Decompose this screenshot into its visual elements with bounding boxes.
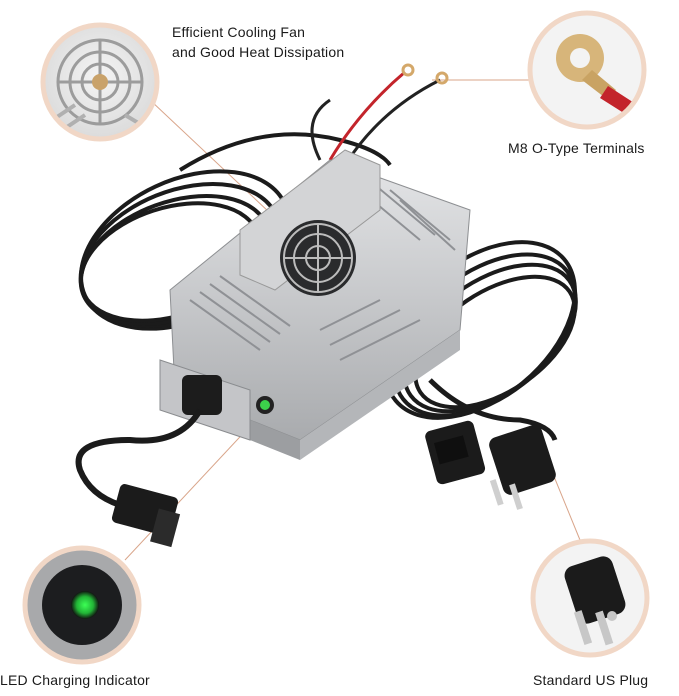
- label-led: LED Charging Indicator: [0, 672, 150, 688]
- ring-terminal-icon: [527, 10, 647, 130]
- label-terminals: M8 O-Type Terminals: [508, 140, 645, 156]
- label-plug: Standard US Plug: [533, 672, 649, 688]
- label-cooling-fan-line1: Efficient Cooling Fan: [172, 24, 306, 40]
- callout-led: [25, 548, 139, 662]
- us-plug-body: [489, 424, 556, 510]
- label-cooling-fan: Efficient Cooling Fan and Good Heat Diss…: [172, 22, 412, 62]
- callout-plug: [533, 541, 647, 655]
- cooling-fan-icon: [40, 22, 160, 142]
- c13-connector: [111, 484, 181, 548]
- iec-connector: [425, 420, 486, 485]
- charger-body: [159, 149, 471, 460]
- us-plug-icon: [530, 538, 650, 658]
- led-indicator-icon: [22, 545, 142, 665]
- label-cooling-fan-line2: and Good Heat Dissipation: [172, 44, 345, 60]
- ac-cord: [428, 378, 558, 442]
- output-cable: [75, 408, 203, 508]
- callout-cooling-fan: [43, 25, 157, 139]
